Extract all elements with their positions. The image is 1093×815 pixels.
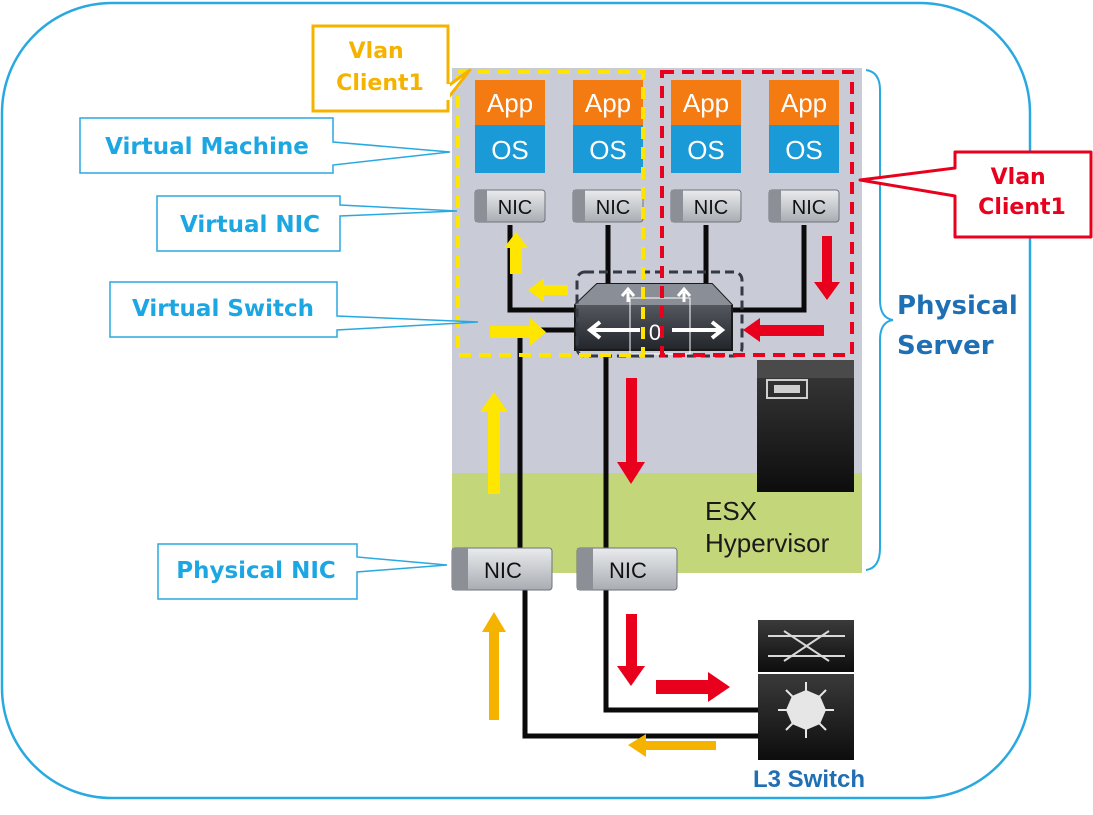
callout-virtual-nic: Virtual NIC — [156, 195, 458, 252]
l3-switch-icon — [758, 620, 854, 760]
vm-app-label: App — [487, 88, 533, 118]
vlan-yellow-label-line2: Client1 — [336, 71, 424, 96]
vlan-red-label-line1: Vlan — [991, 165, 1046, 190]
svg-text:Vlan Client1: Vlan Client1 — [336, 39, 424, 96]
physical-server-label-line2: Server — [897, 331, 994, 361]
virtual-nic-2: NIC — [572, 189, 644, 223]
callout-vlan-red: Vlan Client1 — [858, 150, 1093, 239]
nic-label: NIC — [498, 197, 532, 219]
callout-physical-nic: Physical NIC — [157, 543, 448, 600]
physical-nic-2: NIC — [576, 547, 678, 591]
outer-boundary — [0, 1, 1032, 800]
orange-traffic-arrows — [482, 612, 716, 757]
physical-server-brace — [865, 69, 894, 571]
physical-nic-1: NIC — [451, 547, 553, 591]
callout-virtual-machine: Virtual Machine — [79, 117, 451, 174]
nic-label: NIC — [596, 197, 630, 219]
nic-label: NIC — [609, 558, 647, 583]
l3-switch-label: L3 Switch — [753, 766, 865, 793]
vlan-yellow-region — [456, 70, 645, 357]
vm-app-label: App — [781, 88, 827, 118]
nic-label: NIC — [694, 197, 728, 219]
esx-server-icon — [757, 360, 854, 492]
callout-virtual-switch: Virtual Switch — [109, 281, 479, 338]
virtual-switch-label: Virtual Switch — [132, 296, 314, 322]
vm-os-label: OS — [589, 135, 627, 165]
physical-nic-label: Physical NIC — [176, 558, 336, 584]
vm-os-label: OS — [687, 135, 725, 165]
virtual-nic-1: NIC — [474, 189, 546, 223]
svg-text:Physical Server: Physical Server — [897, 291, 1027, 361]
svg-text:Vlan Client1: Vlan Client1 — [978, 165, 1066, 220]
yellow-traffic-arrows — [480, 232, 568, 494]
vm-os-label: OS — [785, 135, 823, 165]
esx-hypervisor-label: ESX Hypervisor — [705, 496, 830, 558]
nic-label: NIC — [484, 558, 522, 583]
virtual-switch-icon: 0 — [574, 270, 744, 358]
vm-1: App OS — [475, 80, 545, 173]
vlan-red-label-line2: Client1 — [978, 195, 1066, 220]
vlan-red-region — [660, 70, 854, 357]
virtual-nic-3: NIC — [670, 189, 742, 223]
virtual-nic-label: Virtual NIC — [180, 212, 320, 238]
nic-label: NIC — [792, 197, 826, 219]
red-traffic-arrows — [617, 236, 840, 702]
virtual-machine-label: Virtual Machine — [105, 134, 309, 160]
vlan-yellow-label-line1: Vlan — [349, 39, 404, 64]
vm-4: App OS — [769, 80, 839, 173]
virtual-nic-4: NIC — [768, 189, 840, 223]
physical-server-label-line1: Physical — [897, 291, 1018, 321]
vm-app-label: App — [683, 88, 729, 118]
vm-2: App OS — [573, 80, 643, 173]
svg-text:0: 0 — [649, 320, 661, 345]
vm-os-label: OS — [491, 135, 529, 165]
callout-vlan-yellow: Vlan Client1 — [311, 24, 472, 113]
vm-app-label: App — [585, 88, 631, 118]
vm-3: App OS — [671, 80, 741, 173]
